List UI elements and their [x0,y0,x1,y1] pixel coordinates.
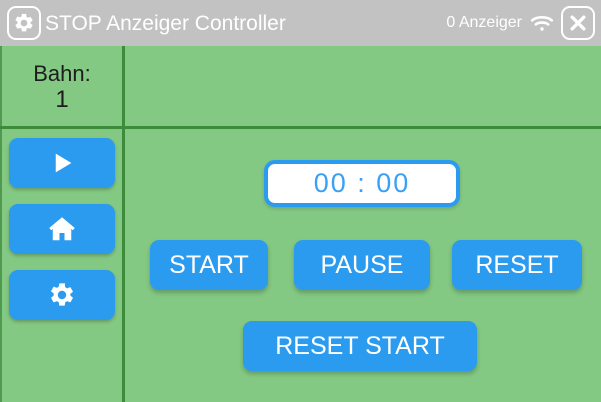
play-icon [47,148,77,178]
play-button[interactable] [9,138,115,188]
lane-label: Bahn: [33,61,91,87]
close-button[interactable] [561,6,595,40]
wifi-icon [529,12,555,34]
lane-value: 1 [55,85,69,113]
title-bar: STOP Anzeiger Controller 0 Anzeiger [0,0,601,46]
home-button[interactable] [9,204,115,254]
pause-button[interactable]: PAUSE [294,240,430,290]
timer-display: 00 : 00 [264,160,460,207]
home-icon [47,214,77,244]
horizontal-divider [0,126,601,129]
device-count-label: 0 Anzeiger [446,14,522,31]
gear-icon [13,12,35,34]
close-icon [568,13,588,33]
left-edge-divider [0,46,2,402]
reset-button[interactable]: RESET [452,240,582,290]
lane-panel: Bahn: 1 [2,49,122,126]
titlebar-settings-button[interactable] [7,6,41,40]
settings-button[interactable] [9,270,115,320]
window-title: STOP Anzeiger Controller [45,11,286,35]
timer-value: 00 : 00 [313,168,411,198]
gear-icon [48,281,76,309]
start-button[interactable]: START [150,240,268,290]
vertical-divider [122,46,125,402]
reset-start-button[interactable]: RESET START [243,321,477,371]
